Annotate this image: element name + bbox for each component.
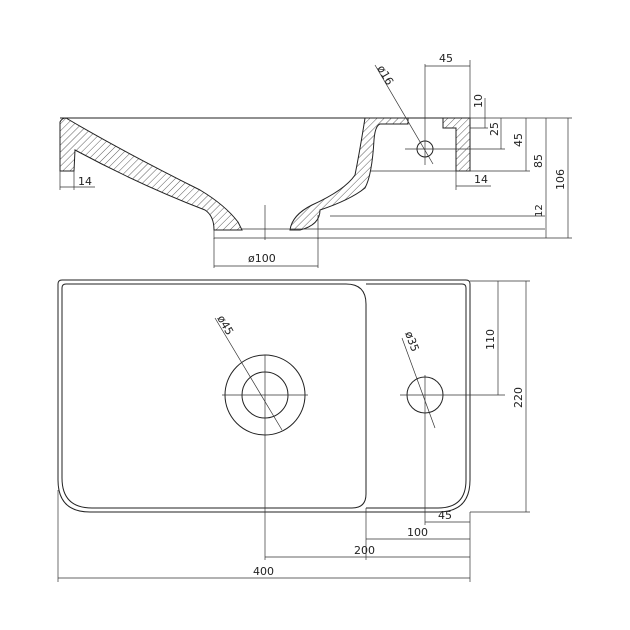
dim-inner-depth: 85 <box>532 154 545 168</box>
leader-d35 <box>401 337 436 429</box>
dim-bottom-thick: 12 <box>534 204 545 217</box>
dim-hole-diameter: ø16 <box>374 63 396 87</box>
dim-tap-from-right: 45 <box>438 509 452 522</box>
dim-top-thick: 10 <box>472 94 485 108</box>
dim-drain-diameter: ø100 <box>248 252 276 265</box>
dim-drain-diameter-plan: ø45 <box>214 313 236 337</box>
dim-tap-offset: 45 <box>439 52 453 65</box>
dim-wall-right: 14 <box>474 173 488 186</box>
dim-tap-diameter: ø35 <box>402 330 421 354</box>
dim-hole-height: 25 <box>488 122 501 136</box>
basin-outline <box>61 283 367 509</box>
right-block-section <box>442 117 471 172</box>
dim-wall-left: 14 <box>78 175 92 188</box>
dim-total-height: 106 <box>554 169 567 190</box>
deck-outline <box>366 283 467 509</box>
leader-d45 <box>214 317 283 431</box>
section-view: ø16 45 10 25 45 85 106 12 14 14 ø100 <box>59 52 572 268</box>
dim-drain-from-right: 200 <box>354 544 375 557</box>
dim-basin-from-right: 100 <box>407 526 428 539</box>
plan-view: ø45 ø35 110 220 45 100 200 400 <box>57 279 530 582</box>
right-wall-section <box>289 117 409 231</box>
dim-block-height: 45 <box>512 133 525 147</box>
dim-width: 400 <box>253 565 274 578</box>
leader-d16 <box>374 64 434 165</box>
outer-outline <box>57 279 471 513</box>
dim-depth: 220 <box>512 387 525 408</box>
dim-tap-from-top: 110 <box>484 329 497 350</box>
left-wall-section <box>59 117 243 231</box>
